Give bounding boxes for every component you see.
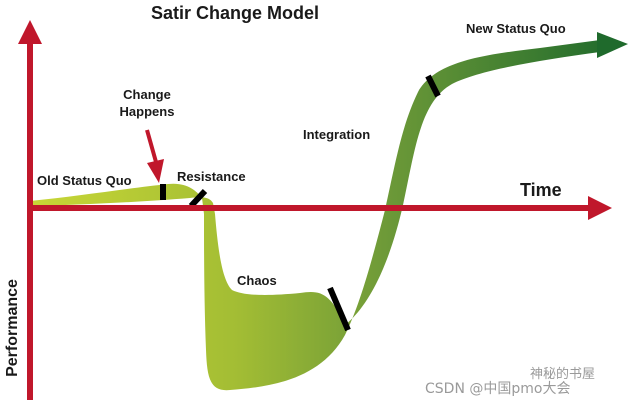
y-axis-label: Performance: [4, 279, 21, 377]
x-axis: [30, 196, 612, 220]
label-change-happens-line2: Happens: [120, 104, 175, 119]
label-chaos: Chaos: [237, 273, 277, 288]
y-axis: [18, 20, 42, 400]
marker-new-status-quo: [425, 74, 441, 98]
label-integration: Integration: [303, 127, 370, 142]
marker-old-status-quo: [160, 184, 166, 200]
label-old-status-quo: Old Status Quo: [37, 173, 132, 188]
label-new-status-quo: New Status Quo: [466, 21, 566, 36]
x-axis-label: Time: [520, 180, 562, 200]
performance-curve: [30, 40, 600, 391]
label-change-happens-line1: Change: [123, 87, 171, 102]
label-resistance: Resistance: [177, 169, 246, 184]
watermark-line2: CSDN @中国pmo大会: [425, 381, 570, 397]
curve-arrowhead: [597, 32, 628, 58]
marker-resistance: [188, 188, 208, 209]
change-arrow: [145, 129, 164, 183]
diagram-title: Satir Change Model: [151, 3, 319, 23]
watermark-line1: 神秘的书屋: [530, 366, 595, 382]
marker-integration: [327, 286, 351, 332]
